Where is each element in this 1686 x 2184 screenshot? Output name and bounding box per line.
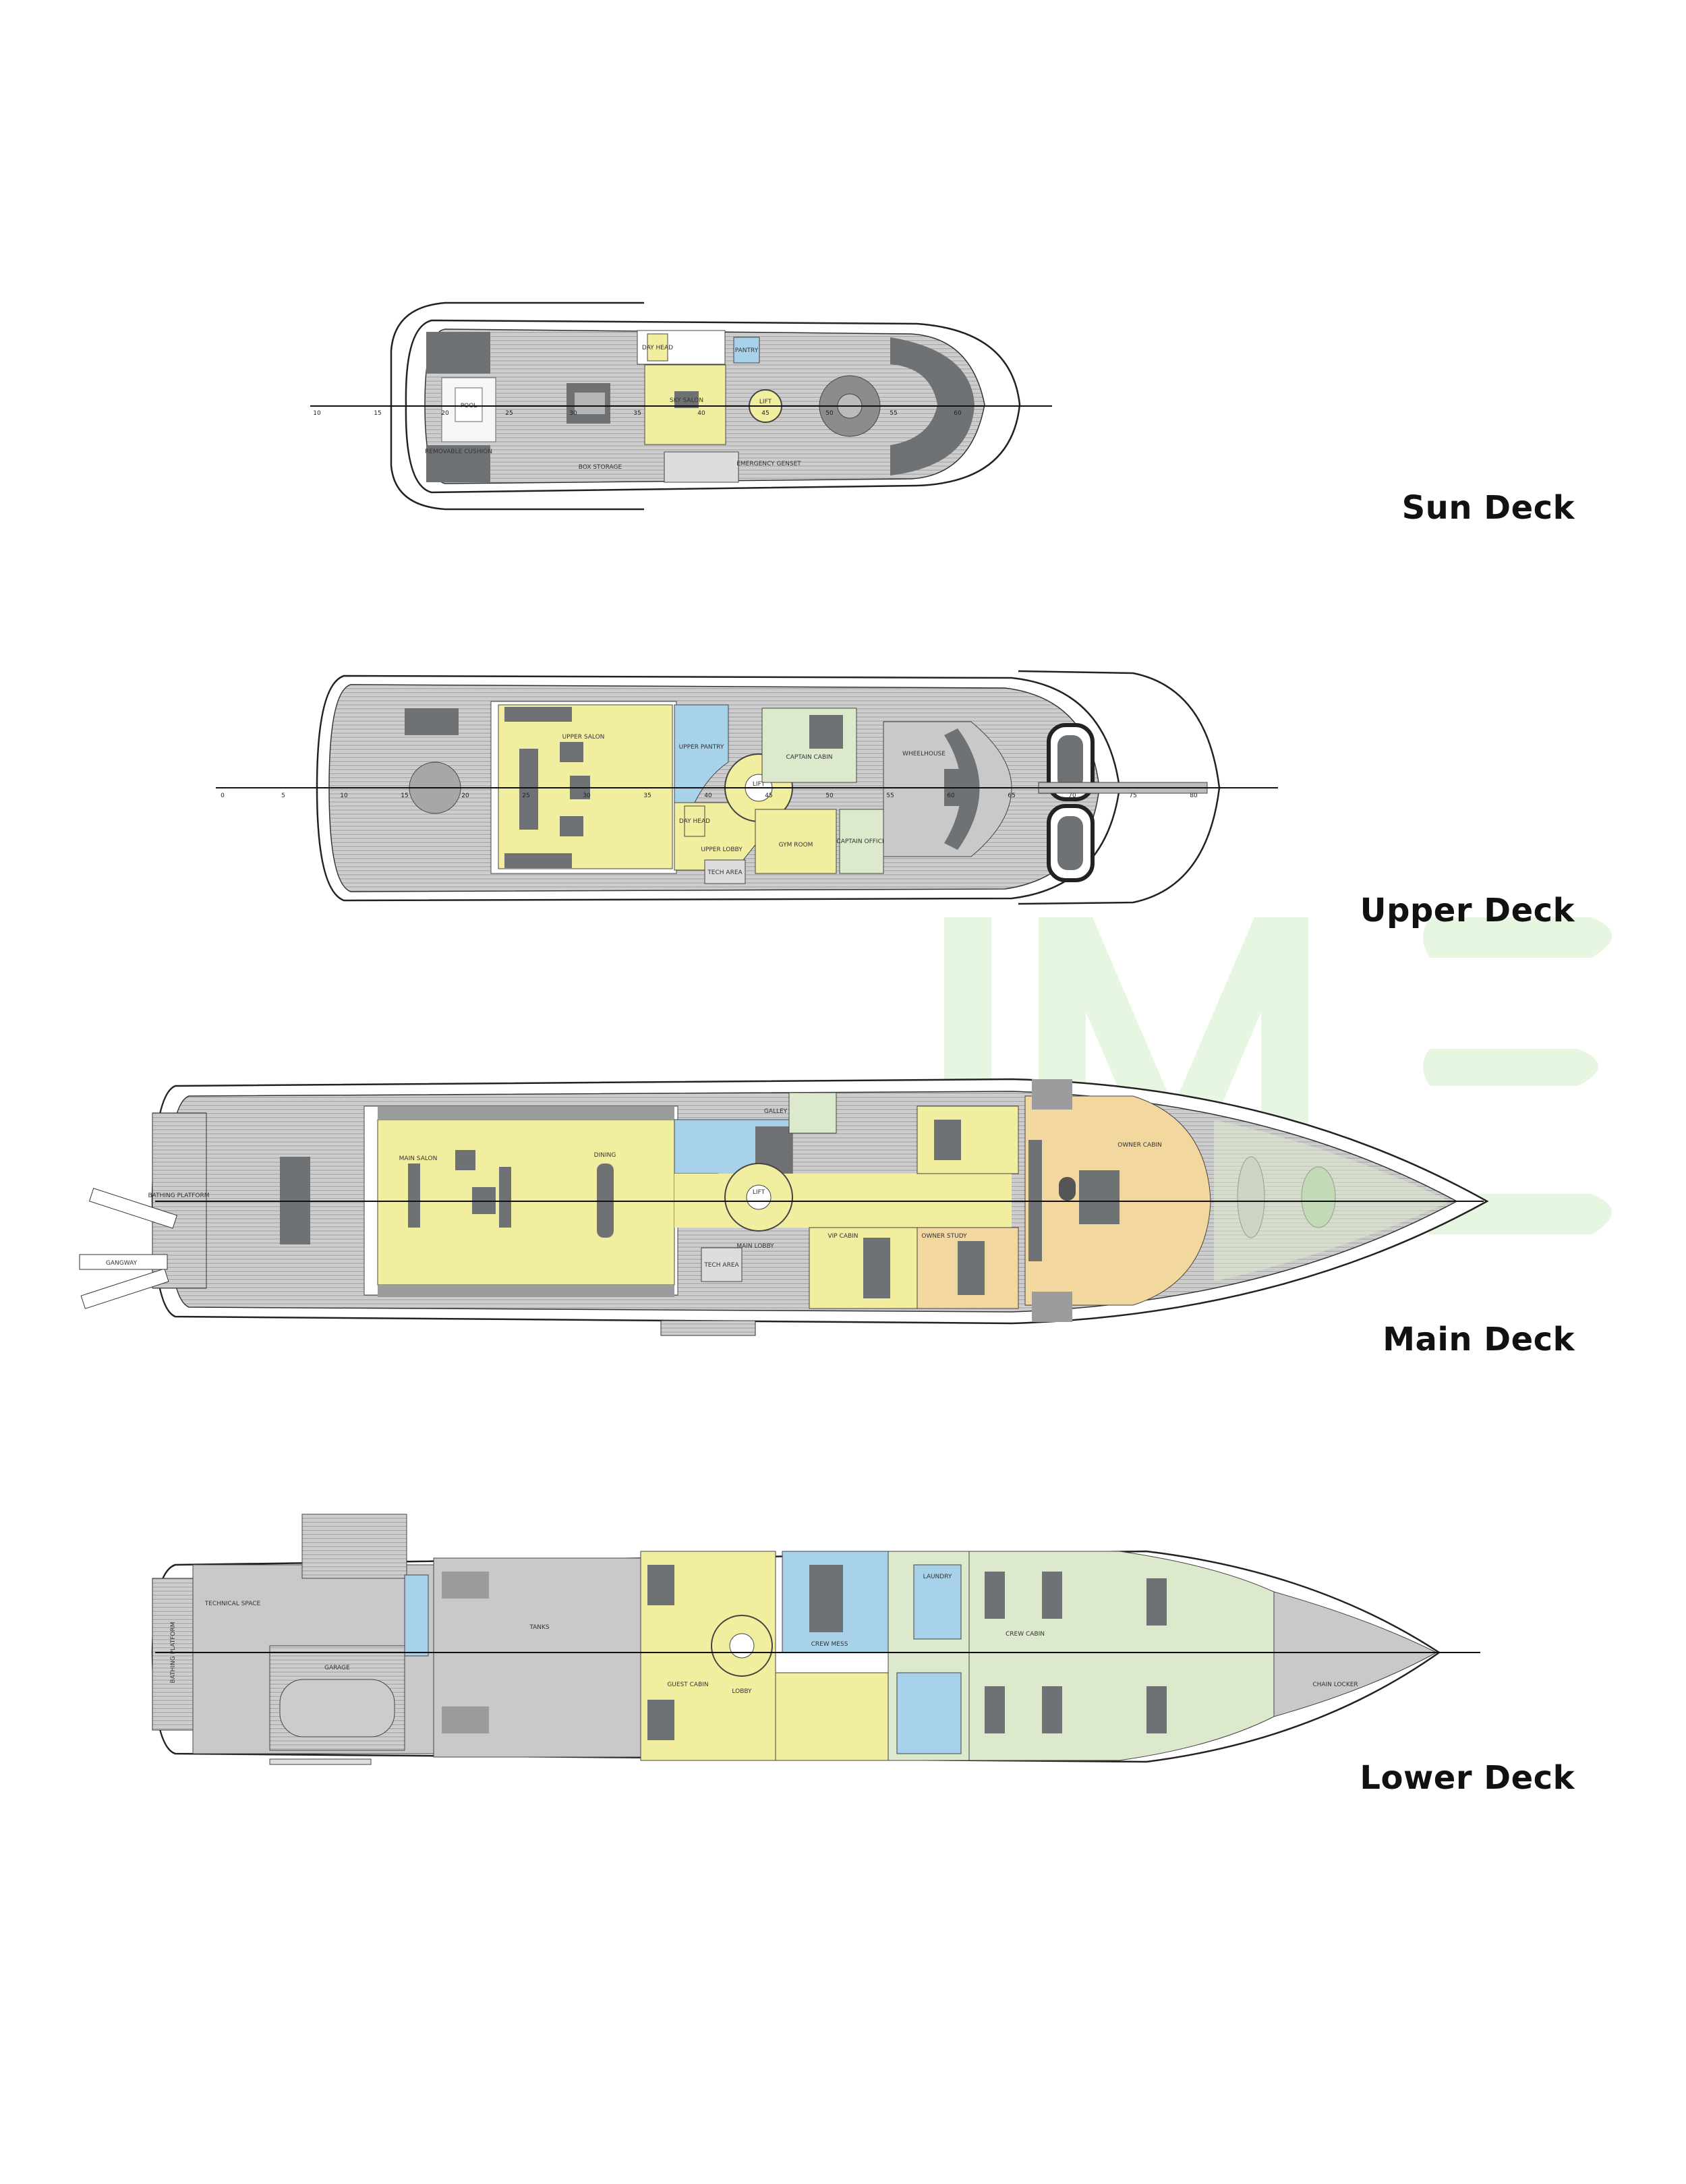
room-label-crew-mess: CREW MESS: [811, 1641, 848, 1648]
frame-number: 10: [313, 410, 321, 417]
upper-deck-plan: UPPER SALON UPPER PANTRY LIFT UPPER LOBB…: [216, 670, 1278, 905]
room-label-bathing-platform: BATHING PLATFORM: [148, 1192, 209, 1199]
frame-number: 15: [401, 793, 408, 799]
frame-number: 50: [825, 793, 834, 799]
frame-number: 55: [890, 410, 897, 417]
room-label-day-head: DAY HEAD: [679, 818, 710, 825]
room-label-upper-lobby: UPPER LOBBY: [701, 846, 743, 853]
deck-title-main: Main Deck: [1383, 1321, 1575, 1358]
room-label-dining: DINING: [594, 1152, 616, 1159]
room-label-galley: GALLEY: [764, 1108, 788, 1115]
watermark-logo: [944, 917, 1612, 1234]
frame-number: 15: [374, 410, 381, 417]
room-label-salon: MAIN SALON: [399, 1155, 438, 1162]
room-label-box-storage: BOX STORAGE: [579, 464, 622, 471]
frame-number: 20: [461, 793, 469, 799]
room-label-lift: LIFT: [759, 399, 772, 405]
room-label-laundry: LAUNDRY: [923, 1574, 952, 1580]
sun-deck-plan: POOL REMOVABLE CUSHION SKY SALON DAY HEA…: [310, 301, 1052, 511]
room-label-vip: VIP CABIN: [827, 1233, 858, 1240]
main-deck-plan: BATHING PLATFORM GANGWAY MAIN SALON DINI…: [79, 1078, 1489, 1336]
room-label-gangway: GANGWAY: [106, 1260, 138, 1267]
room-label-upper-pantry: UPPER PANTRY: [679, 744, 724, 751]
frame-number: 40: [704, 793, 712, 799]
frame-number: 25: [505, 410, 513, 417]
room-label-lift: LIFT: [753, 1189, 765, 1196]
room-label-pantry: PANTRY: [735, 347, 759, 354]
frame-number: 20: [441, 410, 449, 417]
frame-number: 60: [954, 410, 962, 417]
frame-number: 60: [947, 793, 955, 799]
lower-deck-plan: TECHNICAL SPACE GARAGE TANKS GUEST CABIN…: [151, 1514, 1480, 1765]
room-label-owner-study: OWNER STUDY: [921, 1233, 967, 1240]
room-label-garage: GARAGE: [324, 1665, 350, 1671]
room-label-chain-locker: CHAIN LOCKER: [1312, 1682, 1358, 1688]
frame-number: 55: [886, 793, 894, 799]
frame-number: 5: [281, 793, 285, 799]
room-label-cushion: REMOVABLE CUSHION: [425, 449, 492, 455]
frame-number: 45: [761, 410, 769, 417]
room-label-owner-cabin: OWNER CABIN: [1117, 1142, 1162, 1149]
room-label-crew-cabin: CREW CABIN: [1006, 1631, 1045, 1638]
room-label-tech-area: TECH AREA: [707, 869, 743, 876]
frame-number: 35: [643, 793, 651, 799]
frame-number: 80: [1190, 793, 1198, 799]
room-label-captain-cabin: CAPTAIN CABIN: [786, 754, 832, 761]
frame-number: 0: [221, 793, 225, 799]
room-label-day-head: DAY HEAD: [642, 345, 673, 351]
room-label-tanks: TANKS: [529, 1624, 550, 1631]
frame-number: 70: [1068, 793, 1076, 799]
room-label-guest-cabin: GUEST CABIN: [667, 1682, 708, 1688]
room-label-upper-salon: UPPER SALON: [562, 734, 605, 741]
room-label-lobby: LOBBY: [732, 1688, 752, 1695]
room-label-gym: GYM ROOM: [779, 842, 813, 849]
room-label-bathing-platform: BATHING PLATFORM: [170, 1621, 177, 1683]
room-label-sky-salon: SKY SALON: [670, 397, 703, 404]
room-label-captain-office: CAPTAIN OFFICE: [836, 838, 885, 845]
frame-number: 10: [340, 793, 348, 799]
frame-number: 35: [633, 410, 641, 417]
frame-number: 65: [1008, 793, 1015, 799]
room-label-tech-area: TECH AREA: [703, 1262, 739, 1269]
room-label-technical-space: TECHNICAL SPACE: [204, 1601, 261, 1607]
frame-number: 40: [697, 410, 705, 417]
frame-number: 30: [583, 793, 591, 799]
frame-number: 50: [825, 410, 834, 417]
frame-number: 30: [569, 410, 577, 417]
deck-title-upper: Upper Deck: [1360, 892, 1575, 929]
room-label-emergency-genset: EMERGENCY GENSET: [736, 461, 801, 467]
room-label-lobby: MAIN LOBBY: [736, 1243, 774, 1250]
deck-title-sun: Sun Deck: [1401, 489, 1575, 527]
frame-number: 25: [522, 793, 529, 799]
frame-number: 75: [1129, 793, 1136, 799]
room-label-lift: LIFT: [753, 781, 765, 788]
deck-title-lower: Lower Deck: [1360, 1759, 1575, 1797]
room-label-wheelhouse: WHEELHOUSE: [902, 751, 946, 757]
frame-number: 45: [765, 793, 772, 799]
